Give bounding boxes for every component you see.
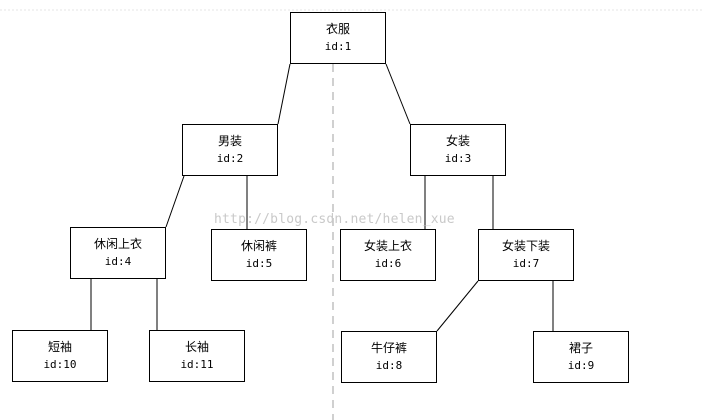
node-skirt: 裙子 id:9	[533, 331, 629, 383]
node-id: id:8	[375, 359, 403, 372]
node-id: id:6	[374, 257, 402, 270]
node-short-sleeve: 短袖 id:10	[12, 330, 108, 382]
node-id: id:3	[444, 152, 472, 165]
node-label: 衣服	[325, 22, 350, 36]
node-casual-pants: 休闲裤 id:5	[211, 229, 307, 281]
node-label: 牛仔裤	[370, 341, 407, 355]
edge-root-men	[277, 63, 291, 125]
node-label: 休闲上衣	[93, 237, 142, 251]
node-id: id:1	[324, 40, 352, 53]
node-women-bottom: 女装下装 id:7	[478, 229, 574, 281]
node-label: 女装下装	[501, 239, 550, 253]
edge-women-bottom-jeans	[436, 280, 479, 332]
edges	[90, 63, 554, 332]
node-label: 长袖	[184, 340, 209, 354]
node-id: id:7	[512, 257, 540, 270]
node-label: 休闲裤	[240, 239, 277, 253]
edge-men-casual-top	[165, 175, 185, 228]
node-label: 女装上衣	[363, 239, 412, 253]
edge-root-women	[385, 63, 411, 125]
node-id: id:11	[180, 358, 214, 371]
node-id: id:9	[567, 359, 595, 372]
node-id: id:4	[104, 255, 132, 268]
node-men: 男装 id:2	[182, 124, 278, 176]
watermark-text: http://blog.csdn.net/helen_xue	[214, 212, 455, 227]
node-id: id:5	[245, 257, 273, 270]
node-label: 裙子	[568, 341, 593, 355]
node-label: 男装	[217, 134, 242, 148]
node-id: id:2	[216, 152, 244, 165]
node-casual-top: 休闲上衣 id:4	[70, 227, 166, 279]
node-label: 女装	[445, 134, 470, 148]
node-women-top: 女装上衣 id:6	[340, 229, 436, 281]
node-root: 衣服 id:1	[290, 12, 386, 64]
node-jeans: 牛仔裤 id:8	[341, 331, 437, 383]
node-long-sleeve: 长袖 id:11	[149, 330, 245, 382]
node-label: 短袖	[47, 340, 72, 354]
node-women: 女装 id:3	[410, 124, 506, 176]
node-id: id:10	[43, 358, 77, 371]
